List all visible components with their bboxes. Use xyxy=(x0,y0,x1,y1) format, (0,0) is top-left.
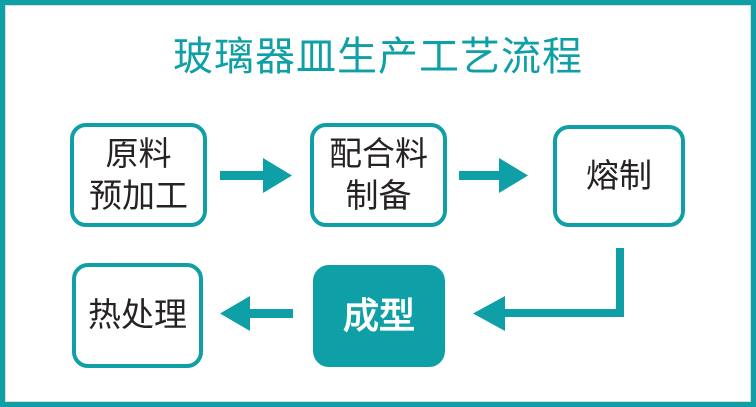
node-label-line: 成型 xyxy=(342,294,415,336)
node-raw-material-pretreatment: 原料 预加工 xyxy=(70,123,207,227)
node-label-line: 原料 xyxy=(105,134,172,172)
node-heat-treatment: 热处理 xyxy=(72,263,203,368)
node-melting: 熔制 xyxy=(553,125,685,227)
node-label-line: 配合料 xyxy=(329,134,428,172)
node-label-line: 熔制 xyxy=(586,156,652,194)
node-batch-preparation: 配合料 制备 xyxy=(310,123,447,227)
elbow-arrow-icon-melting-to-forming xyxy=(473,248,624,331)
left-arrow-icon-forming-to-heat-treatment xyxy=(220,296,293,331)
node-forming: 成型 xyxy=(313,265,445,367)
node-label-line: 制备 xyxy=(345,177,412,214)
right-arrow-icon-pretreatment-to-batch xyxy=(220,158,292,193)
node-label-line: 预加工 xyxy=(89,177,188,214)
right-arrow-icon-batch-to-melting xyxy=(459,158,528,193)
node-label-line: 热处理 xyxy=(88,296,187,334)
page-title: 玻璃器皿生产工艺流程 xyxy=(173,35,583,79)
